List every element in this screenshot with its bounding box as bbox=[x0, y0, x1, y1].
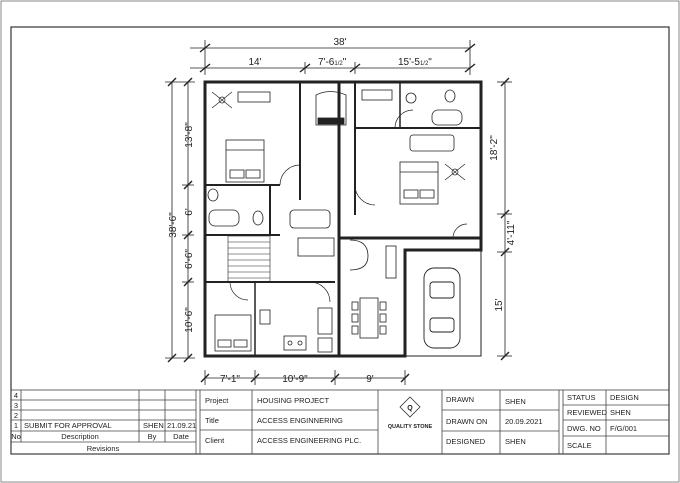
drawn-on-value: 20.09.2021 bbox=[505, 417, 543, 426]
dim-bottom-2: 10'-9" bbox=[282, 374, 308, 385]
revisions-table: 4 3 2 1 SUBMIT FOR APPROVAL SHEN 21.09.2… bbox=[11, 391, 196, 453]
designed-value: SHEN bbox=[505, 437, 526, 446]
drawn-on-label: DRAWN ON bbox=[446, 417, 487, 426]
dim-top-right: 15'-51/2" bbox=[398, 57, 432, 68]
door-swing bbox=[229, 281, 249, 301]
door-swing bbox=[309, 281, 331, 303]
washbasin bbox=[405, 92, 417, 104]
bed-bedroom-1 bbox=[225, 139, 265, 183]
dim-left-3: 6'-6" bbox=[184, 249, 195, 269]
dim-overall-depth: 38'-6" bbox=[168, 212, 179, 238]
dim-right-3: 15' bbox=[494, 298, 505, 311]
logo-letter: Q bbox=[407, 405, 413, 412]
project-info: Project HOUSING PROJECT Title ACCESS ENG… bbox=[205, 396, 361, 445]
dim-bottom-1: 7'-1" bbox=[220, 374, 240, 385]
dim-top-mid-main: 7'-6 bbox=[318, 57, 335, 68]
rev-by: SHEN bbox=[143, 421, 164, 430]
dimension-ticks bbox=[167, 43, 510, 383]
door-swing bbox=[354, 184, 376, 206]
rev-no: 3 bbox=[14, 401, 18, 410]
dim-top-left: 14' bbox=[248, 57, 261, 68]
toilet bbox=[444, 89, 456, 103]
dim-top-mid-inch: " bbox=[343, 57, 347, 68]
desk bbox=[237, 91, 271, 103]
drawn-value: SHEN bbox=[505, 397, 526, 406]
bed-bedroom-2 bbox=[399, 161, 439, 205]
rev-description: SUBMIT FOR APPROVAL bbox=[24, 421, 112, 430]
status-value: DESIGN bbox=[610, 393, 639, 402]
dwg-no-value: F/G/001 bbox=[610, 424, 637, 433]
car bbox=[423, 267, 461, 349]
door-swing bbox=[452, 223, 468, 239]
dim-left-1: 13'-8" bbox=[184, 122, 195, 148]
ceiling-fan-icon bbox=[211, 91, 233, 109]
project-label: Project bbox=[205, 396, 229, 405]
title-value: ACCESS ENGINNERING bbox=[257, 416, 343, 425]
rev-no: 1 bbox=[14, 421, 18, 430]
bathtub bbox=[431, 109, 463, 126]
dim-top-right-frac: 1/2 bbox=[420, 61, 429, 67]
ceiling-fan-icon bbox=[444, 163, 466, 181]
dimension-labels: 38' 14' 7'-61/2" 15'-51/2" 38'-6" 13'-8"… bbox=[168, 37, 517, 385]
reviewed-label: REVIEWED bbox=[567, 408, 608, 417]
dim-top-right-main: 15'-5 bbox=[398, 57, 420, 68]
status-label: STATUS bbox=[567, 393, 595, 402]
kitchen-counter bbox=[259, 307, 333, 353]
dim-right-2: 4'-11" bbox=[506, 220, 517, 245]
toilet bbox=[252, 210, 264, 226]
dimension-lines bbox=[165, 40, 512, 385]
rev-header-no: No bbox=[11, 432, 21, 441]
dim-top-right-inch: " bbox=[428, 57, 432, 68]
dim-top-mid: 7'-61/2" bbox=[318, 57, 347, 68]
dim-overall-width: 38' bbox=[333, 37, 346, 48]
dining-table bbox=[351, 297, 387, 339]
piano bbox=[315, 91, 347, 126]
living-sofa bbox=[289, 209, 331, 229]
garage bbox=[404, 249, 482, 357]
rev-header-description: Description bbox=[61, 432, 99, 441]
reviewed-value: SHEN bbox=[610, 408, 631, 417]
bed-bedroom-3 bbox=[214, 314, 252, 352]
door-swing bbox=[394, 109, 414, 129]
scale-label: SCALE bbox=[567, 441, 592, 450]
washbasin bbox=[207, 188, 219, 202]
designed-label: DESIGNED bbox=[446, 437, 486, 446]
rev-no: 2 bbox=[14, 411, 18, 420]
dwg-no-label: DWG. NO bbox=[567, 424, 601, 433]
rev-date: 21.09.21 bbox=[167, 421, 196, 430]
dim-bottom-3: 9' bbox=[366, 374, 374, 385]
staircase bbox=[227, 235, 271, 283]
exterior-wall-right-block bbox=[337, 80, 483, 240]
tv-unit bbox=[385, 245, 397, 279]
door-swing bbox=[279, 164, 301, 186]
title-label: Title bbox=[205, 416, 219, 425]
dim-left-2: 6' bbox=[184, 208, 195, 216]
bathtub bbox=[208, 209, 240, 227]
rev-no: 4 bbox=[14, 391, 18, 400]
dim-top-mid-frac: 1/2 bbox=[334, 61, 343, 67]
title-block bbox=[10, 389, 670, 455]
logo-text: QUALITY STONE bbox=[388, 424, 433, 430]
floor-plan bbox=[203, 80, 483, 358]
client-label: Client bbox=[205, 436, 225, 445]
desk bbox=[361, 89, 393, 101]
status-info: STATUS DESIGN REVIEWED SHEN DWG. NO F/G/… bbox=[567, 393, 639, 450]
dim-left-4: 10'-6" bbox=[184, 307, 195, 333]
revisions-caption: Revisions bbox=[87, 444, 120, 453]
rev-header-date: Date bbox=[173, 432, 189, 441]
coffee-table bbox=[297, 237, 335, 257]
armchair bbox=[349, 239, 369, 271]
company-logo: Q QUALITY STONE bbox=[388, 396, 433, 430]
sofa-bedroom-2 bbox=[409, 134, 455, 152]
dim-right-1: 18'-2" bbox=[489, 135, 500, 161]
rev-header-by: By bbox=[148, 432, 157, 441]
project-value: HOUSING PROJECT bbox=[257, 396, 330, 405]
drawn-label: DRAWN bbox=[446, 395, 474, 404]
drawn-info: DRAWN SHEN DRAWN ON 20.09.2021 DESIGNED … bbox=[446, 395, 543, 446]
client-value: ACCESS ENGINEERING PLC. bbox=[257, 436, 361, 445]
